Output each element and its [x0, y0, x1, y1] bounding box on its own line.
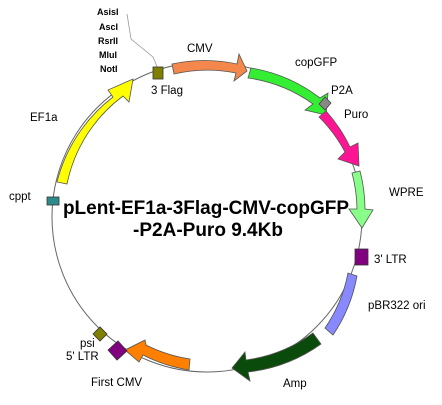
plasmid-title-line2: -P2A-Puro 9.4Kb — [133, 220, 283, 241]
ef1a-arrow[interactable] — [56, 78, 134, 185]
wpre-label: WPRE — [389, 187, 424, 199]
wpre-arrow[interactable] — [348, 170, 374, 229]
ltr5-box[interactable] — [107, 340, 128, 361]
amp-label: Amp — [283, 378, 307, 390]
cppt-label: cppt — [9, 191, 32, 203]
site-leader-line — [126, 13, 159, 70]
puro-label: Puro — [344, 109, 368, 121]
cmv-arrow[interactable] — [171, 52, 248, 83]
ltr3-box[interactable] — [354, 248, 369, 266]
amp-arrow[interactable] — [231, 332, 322, 382]
copgfp-arrow[interactable] — [247, 67, 329, 116]
puro-arrow[interactable] — [318, 110, 360, 167]
site-noti: NotI — [100, 64, 118, 74]
p2a-box[interactable] — [318, 96, 332, 111]
copgfp-label: copGFP — [295, 57, 338, 69]
plasmid-title-line1: pLent-EF1a-3Flag-CMV-copGFP — [63, 198, 349, 219]
site-rsrii: RsrII — [98, 36, 118, 46]
ef1a-label: EF1a — [30, 112, 58, 124]
ltr3-label: 3' LTR — [374, 254, 407, 266]
flag3-box[interactable] — [152, 66, 164, 80]
flag3-label: 3 Flag — [151, 85, 183, 97]
first-cmv-arrow[interactable] — [124, 339, 191, 371]
first-cmv-label: First CMV — [91, 377, 142, 389]
cppt-box[interactable] — [46, 196, 60, 206]
psi-box[interactable] — [92, 326, 108, 342]
cmv-label: CMV — [187, 43, 213, 55]
pbr322-label: pBR322 ori — [368, 300, 426, 312]
p2a-label: P2A — [331, 85, 353, 97]
psi-label: psi — [80, 338, 95, 350]
site-asisi: AsisI — [97, 7, 119, 17]
site-mlui: MluI — [99, 50, 117, 60]
ltr5-label: 5' LTR — [66, 351, 99, 363]
site-asci: AscI — [99, 22, 118, 32]
pbr322-segment[interactable] — [324, 272, 358, 336]
